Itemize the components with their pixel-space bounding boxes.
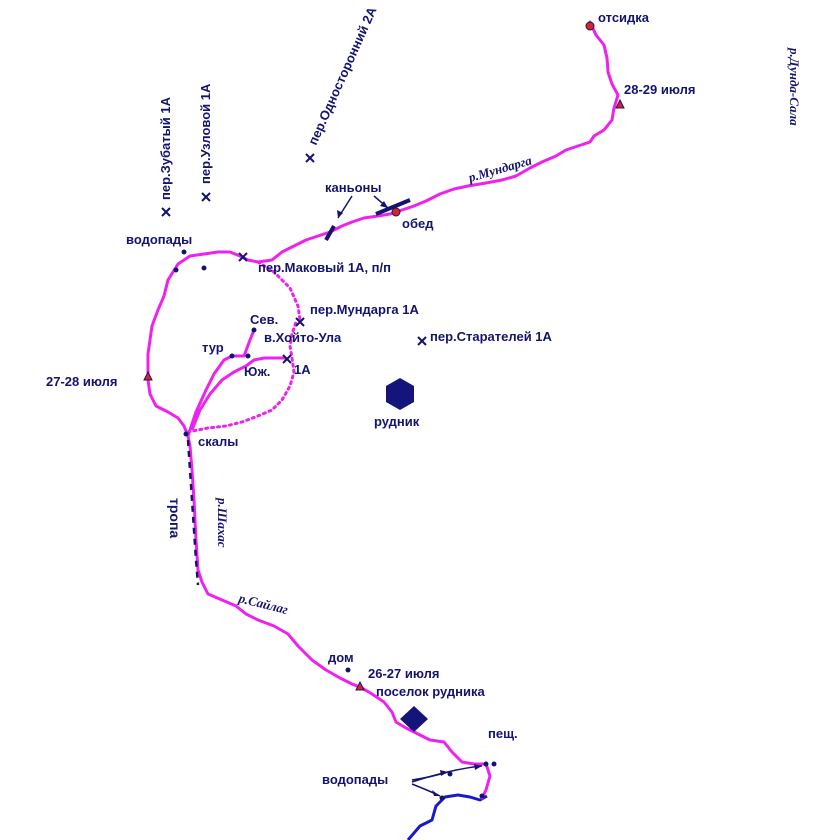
cave-dot-icon [491,761,497,767]
camp-triangle-icon-27-28 [143,370,153,381]
label-pass-makovy: пер.Маковый 1А, п/п [258,260,391,275]
canyon-segment-2 [375,198,411,216]
label-river-dunda: р.Дунда-Сала [787,47,802,126]
pass-cross-icon-starateley [417,336,427,346]
waterfall-arrowhead-2 [474,764,482,770]
label-otsidka: отсидка [598,10,650,25]
route-yuzh [190,356,286,431]
trail-dashed [186,439,200,586]
otsidka-dot-icon [585,21,595,31]
label-pass-odnostoronniy: пер.Односторонний 2А [305,4,380,147]
house-dot-icon [345,667,351,673]
pass-cross-icon-mundarga [295,317,305,327]
bottom-dot-icon-4 [479,793,485,799]
label-mine-village: поселок рудника [376,684,486,699]
pass-cross-icon-uzlovoy [201,192,211,202]
pass-cross-icon-zubaty [161,207,171,217]
canyon-arrowhead-right [380,201,388,208]
yuzh-dot-icon [245,353,251,359]
label-cave: пещ. [488,726,518,741]
label-tur: тур [202,340,224,355]
label-pass-starateley: пер.Старателей 1А [430,329,553,344]
route-dotted-lower [186,320,298,434]
label-trail: тропа [167,498,183,538]
camp-triangle-icon-26-27 [355,680,365,691]
label-house: дом [328,650,354,665]
label-camp-28-29: 28-29 июля [624,82,695,97]
label-camp-27-28: 27-28 июля [46,374,117,389]
tur-dot-icon [229,353,235,359]
label-peak-khoyto: в.Хойто-Ула [264,330,342,345]
pass-cross-icon-makovy [238,252,248,262]
label-waterfalls-top: водопады [126,232,192,247]
river-bottom [406,793,488,840]
label-pass-zubaty: пер.Зубатый 1А [158,96,173,200]
waterfall-dot-icon-3 [201,265,207,271]
label-waterfalls-bottom: водопады [322,772,388,787]
canyon-arrowhead-left [337,210,343,218]
label-grade-1a: 1А [294,362,311,377]
label-camp-26-27: 26-27 июля [368,666,439,681]
bottom-dot-icon-3 [439,795,445,801]
route-tur [186,329,256,437]
pass-cross-icon-odnostoronniy [305,153,315,163]
label-mine: рудник [374,414,420,429]
label-north: Сев. [250,312,278,327]
label-pass-uzlovoy: пер.Узловой 1А [198,83,213,184]
label-lunch: обед [402,216,434,231]
waterfall-dot-icon-1 [173,267,179,273]
label-river-shakhas: р.Шахас [215,497,230,548]
rocks-dot-icon [183,431,189,437]
label-canyons: каньоны [325,180,381,195]
bottom-dot-icon-1 [447,771,453,777]
waterfall-arrowhead-3 [432,790,440,796]
label-rocks: скалы [198,434,238,449]
lunch-dot-icon [391,207,401,217]
pass-cross-icon-1a [282,354,292,364]
mine-hexagon-icon [386,378,414,410]
waterfall-arrow-2 [411,765,483,783]
canyon-segment-1 [324,225,336,241]
label-south: Юж. [244,364,270,379]
camp-triangle-icon-28-29 [615,98,625,109]
waterfall-arrowhead-1 [440,770,448,776]
route-main [146,20,620,800]
village-diamond-icon [400,706,428,732]
bottom-dot-icon-2 [483,761,489,767]
route-dotted-upper [256,260,302,322]
waterfall-dot-icon-2 [181,249,187,255]
label-pass-mundarga: пер.Мундарга 1А [310,302,419,317]
north-dot-icon [251,327,257,333]
